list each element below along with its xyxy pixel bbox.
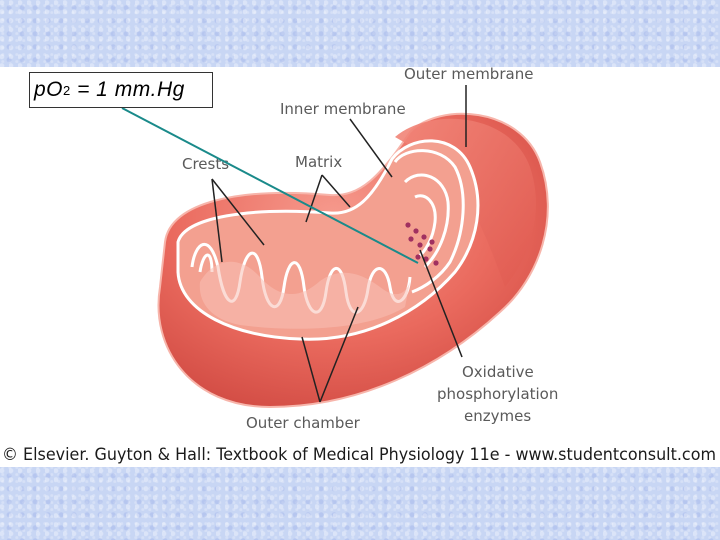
label-outer-membrane: Outer membrane [404,67,533,83]
label-phosphorylation: phosphorylation [437,385,558,403]
po2-prefix: pO [34,78,63,102]
label-enzymes: enzymes [464,407,531,425]
label-oxidative: Oxidative [462,363,534,381]
label-crests: Crests [182,155,229,173]
mitochondrion-figure: Outer membrane Inner membrane Crests Mat… [0,67,720,467]
copyright-text: © Elsevier. Guyton & Hall: Textbook of M… [2,445,716,465]
po2-subscript: 2 [63,83,71,98]
mitochondrion-diagram: Outer membrane Inner membrane Crests Mat… [0,67,720,467]
label-outer-chamber: Outer chamber [246,414,361,432]
label-matrix: Matrix [295,153,342,171]
po2-value: = 1 mm.Hg [71,78,185,102]
label-inner-membrane: Inner membrane [280,100,406,118]
